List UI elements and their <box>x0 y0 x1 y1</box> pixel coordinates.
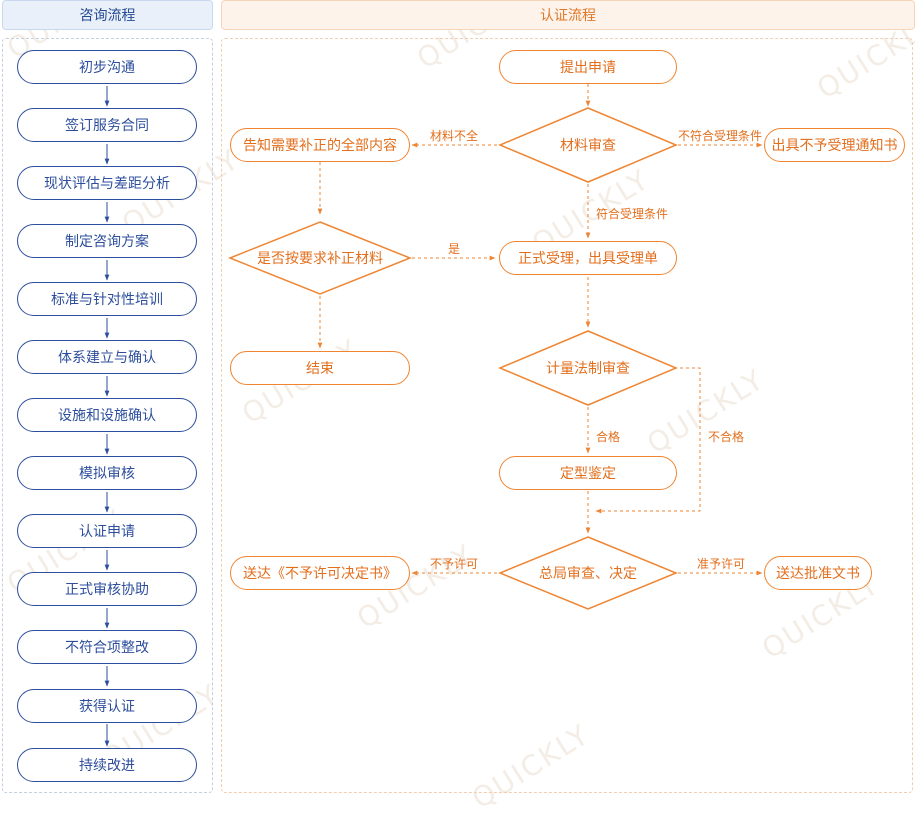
cert-material-review-label: 材料审查 <box>560 138 616 154</box>
cert-end: 结束 <box>230 351 410 385</box>
final-review-diamond <box>498 536 678 610</box>
cert-metrology-review-label: 计量法制审查 <box>546 361 630 377</box>
edge-label-deny: 不予许可 <box>430 557 479 571</box>
edge-label-not-meet: 不符合受理条件 <box>678 129 763 143</box>
consult-process-header: 咨询流程 <box>2 0 213 30</box>
consult-step-rectification: 不符合项整改 <box>17 630 197 664</box>
edge-label-meet: 符合受理条件 <box>596 207 669 221</box>
cert-process-panel <box>221 38 913 793</box>
supplement-check-diamond <box>227 221 413 295</box>
cert-type-approval: 定型鉴定 <box>499 456 677 490</box>
edge-label-yes: 是 <box>448 242 461 256</box>
cert-no-accept-notice: 出具不予受理通知书 <box>764 128 905 162</box>
edge-label-pass: 合格 <box>596 430 621 444</box>
consult-step-initial-communication: 初步沟通 <box>17 50 197 84</box>
edge-label-approve: 准予许可 <box>697 557 746 571</box>
consult-step-plan: 制定咨询方案 <box>17 224 197 258</box>
edge-label-incomplete: 材料不全 <box>430 129 479 143</box>
edge-label-fail: 不合格 <box>708 430 745 444</box>
consult-step-audit-assist: 正式审核协助 <box>17 572 197 606</box>
cert-formal-accept: 正式受理，出具受理单 <box>499 241 677 275</box>
cert-notify-supplement: 告知需要补正的全部内容 <box>230 128 410 162</box>
consult-process-panel <box>2 38 213 793</box>
consult-step-continuous-improvement: 持续改进 <box>17 748 197 782</box>
consult-step-mock-audit: 模拟审核 <box>17 456 197 490</box>
consult-step-training: 标准与针对性培训 <box>17 282 197 316</box>
material-review-diamond <box>498 107 678 183</box>
flowchart-connectors <box>104 84 763 747</box>
consult-step-gap-analysis: 现状评估与差距分析 <box>17 166 197 200</box>
consult-step-obtain-cert: 获得认证 <box>17 689 197 723</box>
consult-step-system-build: 体系建立与确认 <box>17 340 197 374</box>
consult-step-sign-contract: 签订服务合同 <box>17 108 197 142</box>
cert-submit-application: 提出申请 <box>499 50 677 84</box>
cert-deny-decision: 送达《不予许可决定书》 <box>230 556 410 590</box>
cert-approve-doc: 送达批准文书 <box>764 556 872 590</box>
consult-step-facility-confirm: 设施和设施确认 <box>17 398 197 432</box>
cert-final-review-label: 总局审查、决定 <box>539 566 637 582</box>
cert-supplement-check-label: 是否按要求补正材料 <box>257 251 383 267</box>
consult-step-cert-application: 认证申请 <box>17 514 197 548</box>
metrology-review-diamond <box>498 330 678 406</box>
cert-process-header: 认证流程 <box>221 0 915 30</box>
